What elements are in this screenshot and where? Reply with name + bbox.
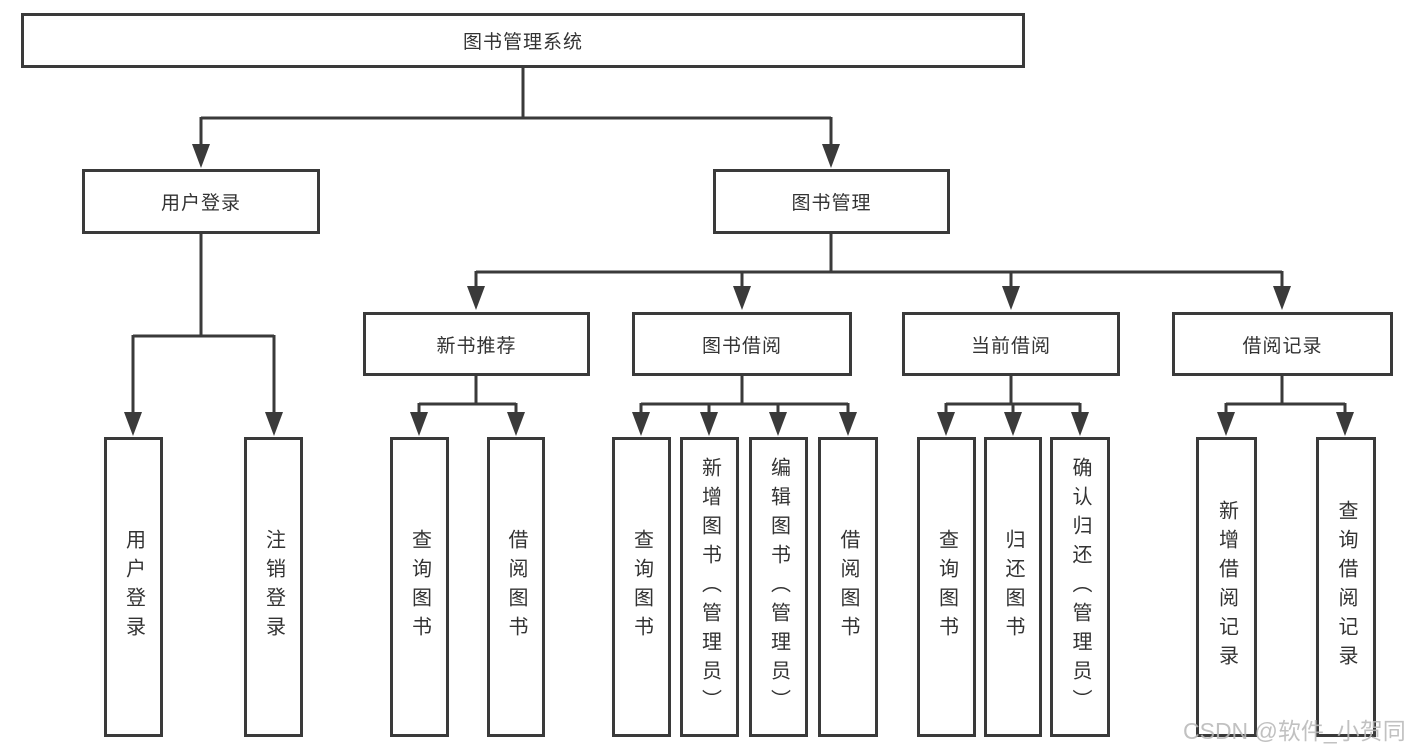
node-label: 编辑图书（管理员） <box>767 456 790 718</box>
leaf-borrow-books-recommend: 借阅图书 <box>487 437 545 737</box>
leaf-query-borrow-record: 查询借阅记录 <box>1316 437 1376 737</box>
node-book-borrowing: 图书借阅 <box>632 312 852 376</box>
node-library-management-system: 图书管理系统 <box>21 13 1025 68</box>
leaf-logout: 注销登录 <box>244 437 303 737</box>
node-label: 用户登录 <box>160 193 241 214</box>
leaf-edit-books-admin: 编辑图书（管理员） <box>749 437 808 737</box>
leaf-user-login: 用户登录 <box>104 437 163 737</box>
csdn-watermark: CSDN @软件_小贺同学 <box>1183 718 1405 744</box>
node-book-management: 图书管理 <box>713 169 950 234</box>
node-label: 新增图书（管理员） <box>698 456 721 718</box>
node-label: 借阅图书 <box>837 529 859 645</box>
leaf-add-books-admin: 新增图书（管理员） <box>680 437 739 737</box>
leaf-query-books-recommend: 查询图书 <box>390 437 449 737</box>
node-label: 查询图书 <box>630 529 653 645</box>
leaf-add-borrow-record: 新增借阅记录 <box>1196 437 1257 737</box>
node-label: 查询借阅记录 <box>1335 500 1357 674</box>
node-label: 用户登录 <box>122 529 145 645</box>
node-label: 新增借阅记录 <box>1215 500 1238 674</box>
node-user-login: 用户登录 <box>82 169 320 234</box>
node-label: 借阅图书 <box>505 529 527 645</box>
node-label: 图书管理系统 <box>462 32 583 53</box>
leaf-confirm-return-admin: 确认归还（管理员） <box>1050 437 1110 737</box>
node-current-borrowing: 当前借阅 <box>902 312 1120 376</box>
node-label: 当前借阅 <box>970 335 1051 357</box>
node-label: 新书推荐 <box>436 335 517 357</box>
leaf-query-books-borrow: 查询图书 <box>612 437 671 737</box>
leaf-return-books: 归还图书 <box>984 437 1042 737</box>
node-label: 借阅记录 <box>1242 335 1323 357</box>
node-label: 图书借阅 <box>701 335 782 357</box>
node-label: 查询图书 <box>408 529 431 645</box>
node-label: 注销登录 <box>262 529 285 645</box>
leaf-borrow-books: 借阅图书 <box>818 437 878 737</box>
leaf-query-books-current: 查询图书 <box>917 437 976 737</box>
node-label: 查询图书 <box>935 529 958 645</box>
node-label: 归还图书 <box>1002 529 1024 645</box>
node-new-book-recommendation: 新书推荐 <box>363 312 590 376</box>
node-label: 图书管理 <box>791 193 872 214</box>
node-borrowing-records: 借阅记录 <box>1172 312 1393 376</box>
node-label: 确认归还（管理员） <box>1069 456 1091 718</box>
